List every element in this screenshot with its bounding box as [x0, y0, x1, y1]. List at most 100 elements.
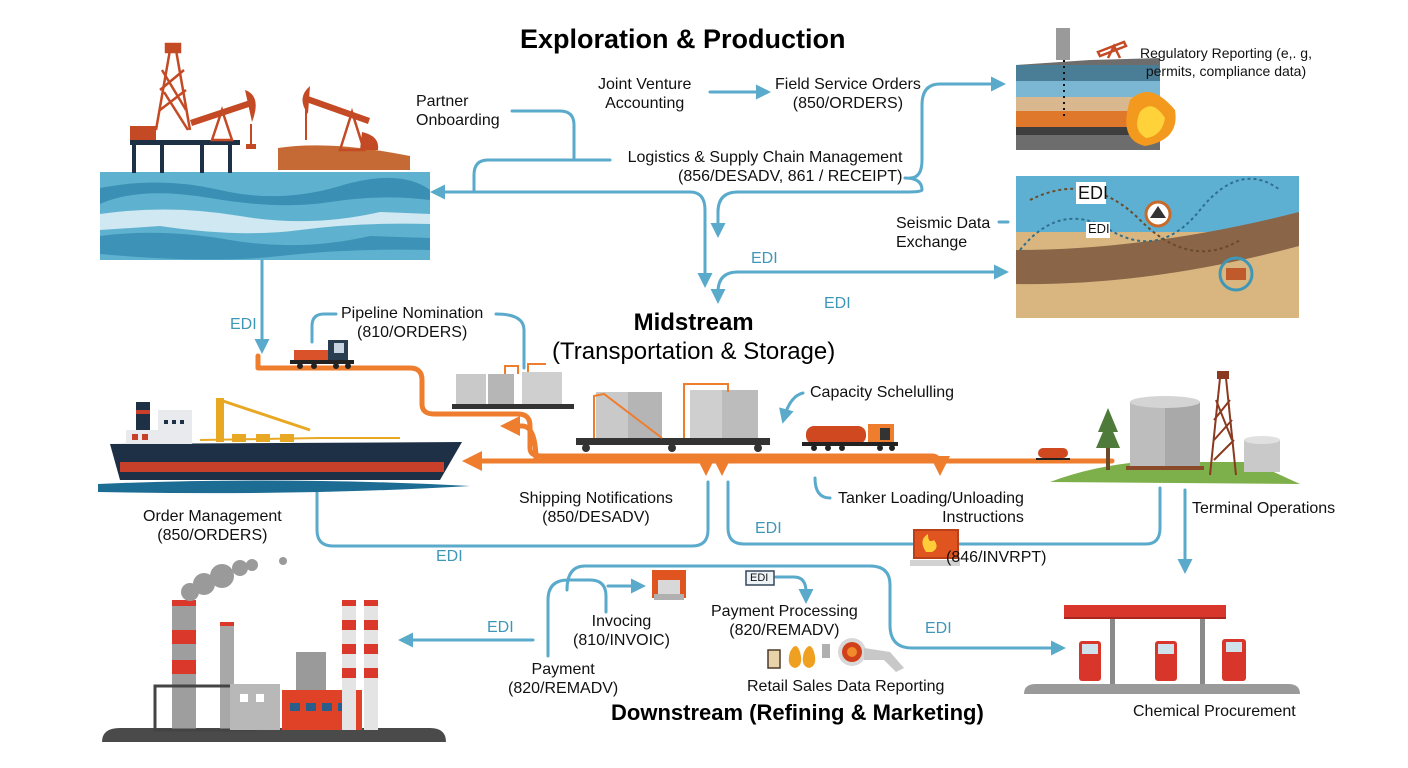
label-line: Field Service Orders [775, 76, 921, 93]
connector-pipeline-nomination [310, 312, 526, 370]
label-field-service-orders: Field Service Orders (850/ORDERS) [775, 75, 921, 113]
pipeline-main [255, 353, 950, 476]
label-chemical-procurement: Chemical Procurement [1133, 703, 1296, 720]
label-line: Joint Venture [598, 76, 692, 93]
tree-icon [1096, 408, 1120, 470]
connector-edi-doc [774, 575, 814, 604]
label-inventory-report: (846/INVRPT) [946, 549, 1047, 566]
connector-downstream-bus [565, 564, 1066, 656]
label-line: Invocing [591, 613, 652, 630]
seismic-edi-tag: EDI [1078, 183, 1109, 203]
label-line: Exchange [896, 234, 968, 251]
seismic-edi-tag: EDI [1088, 221, 1110, 236]
label-payment-processing: Payment Processing (820/REMADV) [711, 602, 858, 640]
label-line: (810/ORDERS) [357, 324, 468, 341]
connector-logistics-left [472, 158, 612, 192]
section-title-midstream: Midstream (Transportation & Storage) [552, 308, 835, 366]
smoke-icon [181, 557, 287, 601]
connector-loop-down [710, 176, 924, 238]
label-line: Seismic Data [896, 215, 991, 232]
label-line: Tanker Loading/Unloading [838, 490, 1024, 507]
refinery-icon [102, 557, 446, 742]
offshore-rig-icon [130, 42, 240, 173]
edi-label-midstream-lower: EDI [824, 295, 851, 312]
connector-edi-inventory [726, 480, 1162, 546]
rail-tanker-icon [1036, 448, 1070, 460]
edi-label-ocean: EDI [230, 316, 257, 333]
edi-document-tag: EDI [750, 572, 769, 584]
label-line: (850/DESADV) [542, 509, 650, 526]
label-invoicing: Invocing (810/INVOIC) [573, 612, 670, 650]
fuel-drops-icon [767, 646, 816, 669]
tanker-ship-icon [98, 398, 470, 494]
gas-station-icon [1024, 605, 1300, 694]
edi-label-midstream-upper: EDI [751, 250, 778, 267]
storage-tanks-icon [452, 363, 574, 409]
midstream-title-line2: (Transportation & Storage) [552, 338, 836, 365]
edi-document-icon [745, 570, 775, 586]
label-line: Accounting [605, 95, 685, 112]
monitor-icon [910, 529, 960, 566]
connector-seismic-exchange [710, 264, 1009, 304]
printer-icon [652, 570, 686, 600]
pipeline-loop [500, 416, 539, 464]
section-title-upstream: Exploration & Production [520, 24, 846, 54]
label-seismic-data-exchange: Seismic Data Exchange [896, 214, 990, 252]
label-regulatory-reporting: Regulatory Reporting (e,. g, permits, co… [1140, 44, 1312, 80]
label-line: Partner [416, 93, 469, 110]
label-line: Onboarding [416, 112, 500, 129]
connector-partner-logistics [510, 109, 576, 160]
pumpjack-icon [278, 86, 410, 170]
edi-label-order: EDI [436, 548, 463, 565]
label-line: (856/DESADV, 861 / RECEIPT) [678, 168, 903, 185]
connector-capacity [779, 391, 805, 424]
section-title-downstream: Downstream (Refining & Marketing) [611, 700, 984, 725]
label-line: (820/REMADV) [508, 680, 619, 697]
label-line: Order Management [143, 508, 282, 525]
label-payment: Payment (820/REMADV) [508, 660, 618, 698]
truck-icon [290, 340, 354, 369]
connector-payment-up [546, 578, 608, 658]
rail-tanker-icon [802, 424, 898, 451]
connector-tanker [813, 476, 832, 500]
label-line: permits, compliance data) [1145, 63, 1307, 79]
edi-label-station: EDI [925, 620, 952, 637]
terminal-tank-icon [1050, 396, 1300, 484]
connector-logistics-to-regulatory [908, 76, 1006, 180]
label-terminal-operations: Terminal Operations [1192, 500, 1336, 517]
seismic-map-icon [1016, 176, 1299, 318]
edi-connectors [254, 76, 1193, 658]
label-line: Shipping Notifications [519, 490, 673, 507]
geology-cross-section-icon [1016, 28, 1176, 150]
label-line: Payment [531, 661, 595, 678]
pumpjack-icon [190, 90, 256, 149]
edi-label-refinery: EDI [487, 619, 514, 636]
storage-tanks-icon [576, 383, 770, 452]
label-logistics: Logistics & Supply Chain Management (856… [618, 148, 903, 186]
edi-label-shipping: EDI [755, 520, 782, 537]
label-shipping-notifications: Shipping Notifications (850/DESADV) [519, 489, 673, 527]
pipelines [255, 353, 1115, 476]
pipe-valve-icon [822, 638, 904, 672]
label-order-management: Order Management (850/ORDERS) [143, 507, 282, 545]
derrick-icon [1209, 371, 1237, 476]
ocean-icon [100, 172, 430, 260]
label-line: Payment Processing [711, 603, 858, 620]
label-line: (850/ORDERS) [157, 527, 268, 544]
label-tanker-loading: Tanker Loading/Unloading Instructions [838, 489, 1024, 527]
label-partner-onboarding: Partner Onboarding [416, 92, 500, 130]
label-pipeline-nomination: Pipeline Nomination (810/ORDERS) [341, 304, 483, 342]
midstream-title-line1: Midstream [633, 309, 754, 336]
label-line: (820/REMADV) [729, 622, 840, 639]
label-line: Logistics & Supply Chain Management [627, 149, 903, 166]
label-line: Pipeline Nomination [341, 305, 484, 322]
label-line: Instructions [942, 509, 1024, 526]
connector-down-to-midstream [688, 190, 713, 288]
label-capacity-scheduling: Capacity Schelulling [810, 384, 955, 401]
label-line: (810/INVOIC) [573, 632, 670, 649]
pipeline-drop-2 [711, 455, 732, 476]
label-joint-venture: Joint Venture Accounting [598, 75, 691, 113]
label-line: Regulatory Reporting (e,. g, [1140, 45, 1312, 61]
label-retail-sales: Retail Sales Data Reporting [747, 678, 945, 695]
